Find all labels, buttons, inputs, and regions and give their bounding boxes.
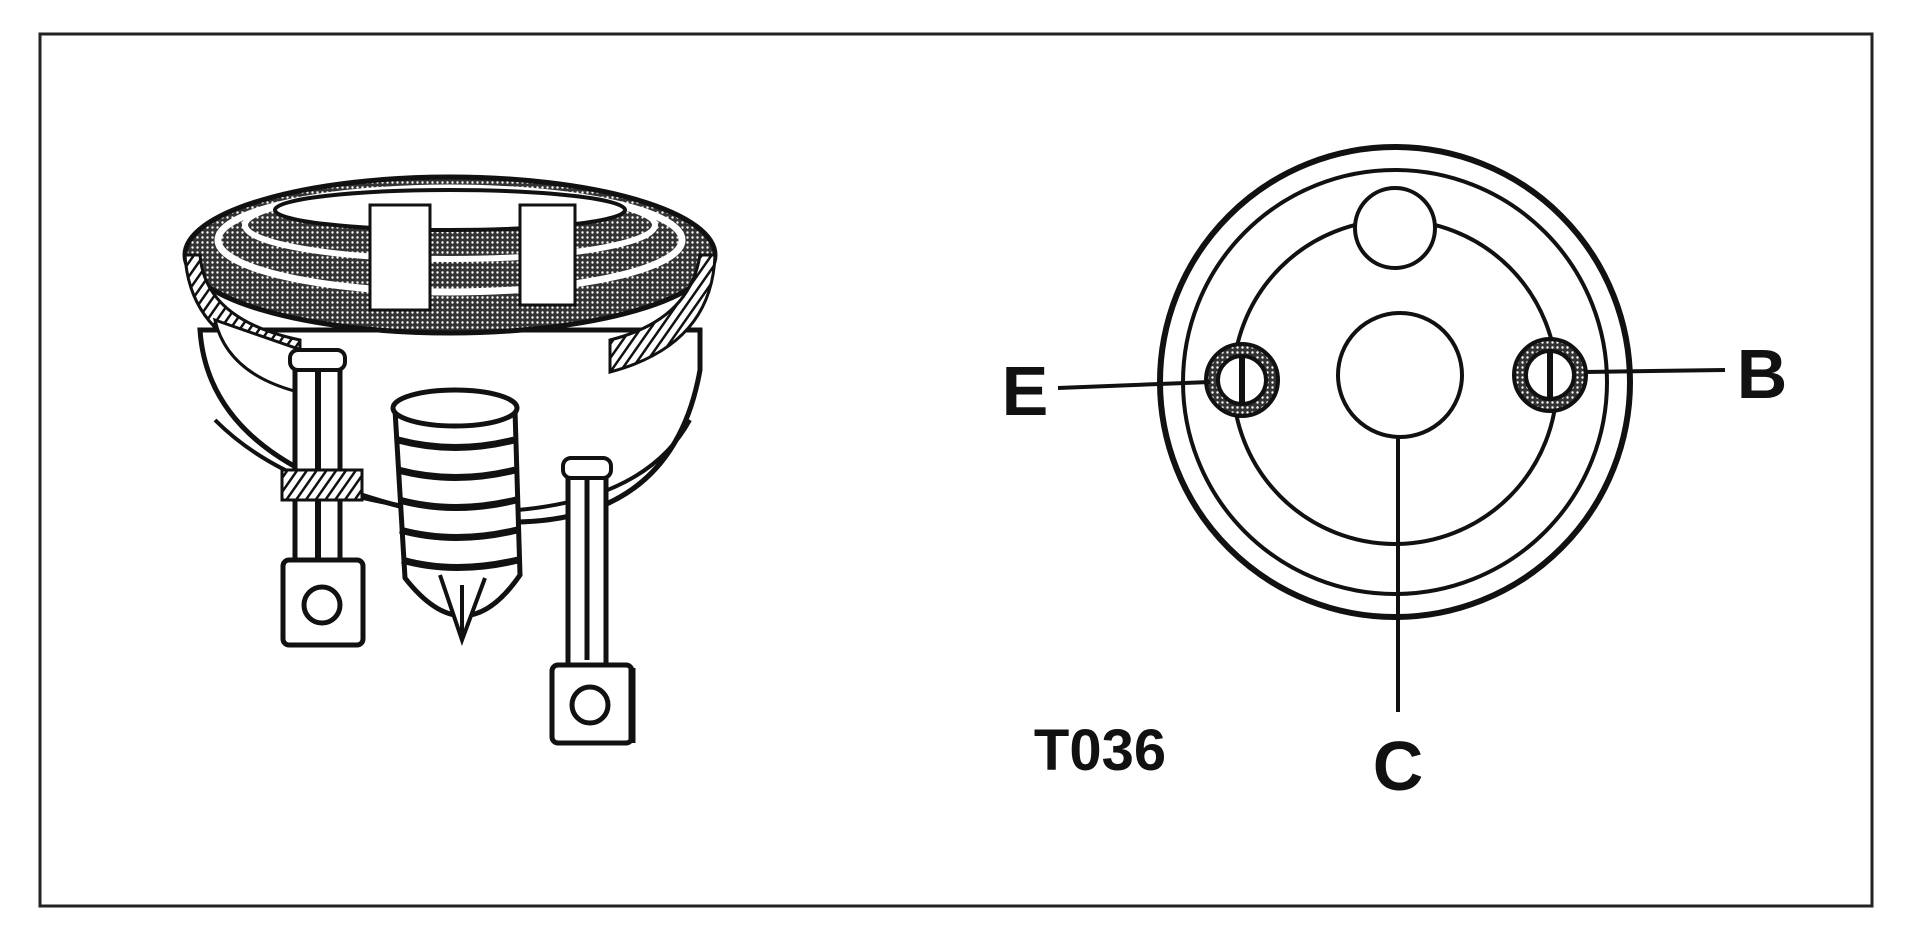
terminal-e: [1204, 342, 1280, 418]
label-c: C: [1373, 727, 1424, 805]
switch-perspective-view: [182, 174, 718, 746]
contact-c: [1336, 311, 1464, 439]
figure-code: T036: [1034, 718, 1166, 783]
label-e: E: [1002, 352, 1049, 430]
switch-end-view: E B C: [1002, 144, 1788, 805]
terminal-b: [1512, 337, 1588, 413]
figure-border: [38, 32, 1874, 908]
leader-line-e: [1057, 380, 1211, 390]
leader-line-b: [1584, 368, 1726, 374]
label-b: B: [1737, 335, 1788, 413]
center-threaded-contact: [390, 387, 523, 646]
